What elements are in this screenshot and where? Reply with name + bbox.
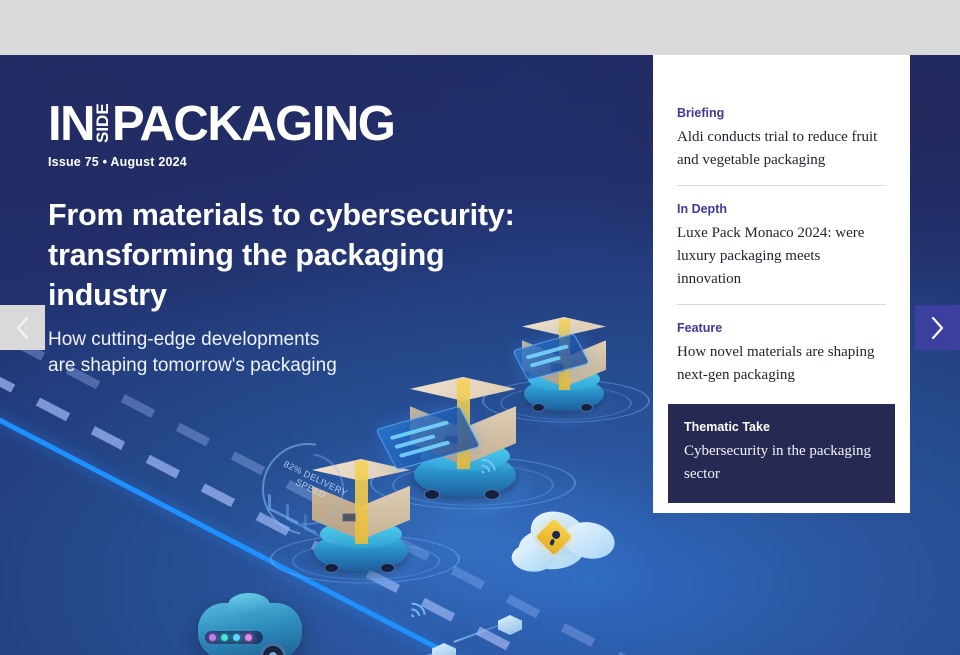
- logo-text-in: IN: [48, 97, 96, 151]
- agv-wheel: [580, 403, 593, 412]
- chevron-left-icon: [16, 316, 29, 339]
- issue-line: Issue 75 • August 2024: [48, 155, 187, 169]
- cardboard-box: [312, 459, 410, 549]
- article-list: Briefing Aldi conducts trial to reduce f…: [653, 55, 910, 503]
- article-kicker: Briefing: [677, 106, 725, 120]
- magazine-logo: IN SIDE PACKAGING: [48, 97, 396, 151]
- article-item-feature[interactable]: Feature How novel materials are shaping …: [677, 304, 886, 400]
- article-item-briefing[interactable]: Briefing Aldi conducts trial to reduce f…: [677, 105, 886, 185]
- next-page-button[interactable]: [915, 305, 960, 350]
- agv-wheel: [380, 563, 395, 573]
- article-title: Luxe Pack Monaco 2024: were luxury packa…: [677, 225, 865, 287]
- rover-light: [245, 634, 252, 641]
- network-node-icon: [432, 643, 456, 655]
- agv-wheel: [324, 563, 339, 573]
- article-title: Aldi conducts trial to reduce fruit and …: [677, 129, 878, 168]
- network-node-icon: [498, 615, 522, 635]
- article-kicker: Thematic Take: [684, 420, 770, 434]
- logo-text-side: SIDE: [93, 103, 112, 143]
- article-panel: Briefing Aldi conducts trial to reduce f…: [653, 55, 910, 513]
- browser-chrome-strip: [0, 0, 960, 55]
- box-face-right: [361, 485, 410, 540]
- chevron-right-icon: [931, 316, 944, 339]
- article-kicker: Feature: [677, 321, 723, 335]
- cover-standfirst: How cutting-edge developments are shapin…: [48, 329, 337, 376]
- screen-line: [525, 344, 570, 360]
- article-kicker: In Depth: [677, 202, 727, 216]
- delivery-rover-lid: [228, 593, 270, 617]
- previous-page-button[interactable]: [0, 305, 45, 350]
- agv-wheel: [532, 403, 545, 412]
- article-title: How novel materials are shaping next-gen…: [677, 344, 875, 383]
- logo-text-packaging: PACKAGING: [112, 97, 396, 151]
- rover-light: [209, 634, 216, 641]
- box-shipping-label: [342, 513, 356, 522]
- delivery-rover-wheel: [260, 643, 286, 655]
- article-item-in-depth[interactable]: In Depth Luxe Pack Monaco 2024: were lux…: [677, 185, 886, 304]
- masthead: IN SIDE PACKAGING Issue 75 • August 2024: [48, 97, 396, 170]
- article-item-thematic-take[interactable]: Thematic Take Cybersecurity in the packa…: [668, 404, 895, 503]
- box-tape: [355, 460, 368, 544]
- rover-light: [233, 634, 240, 641]
- agv-wheel: [484, 489, 500, 500]
- rover-light: [221, 634, 228, 641]
- article-title: Cybersecurity in the packaging sector: [684, 443, 872, 482]
- cover-headline: From materials to cybersecurity: transfo…: [48, 198, 515, 312]
- agv-wheel: [424, 489, 440, 500]
- delivery-rover-lightbar: [205, 631, 263, 644]
